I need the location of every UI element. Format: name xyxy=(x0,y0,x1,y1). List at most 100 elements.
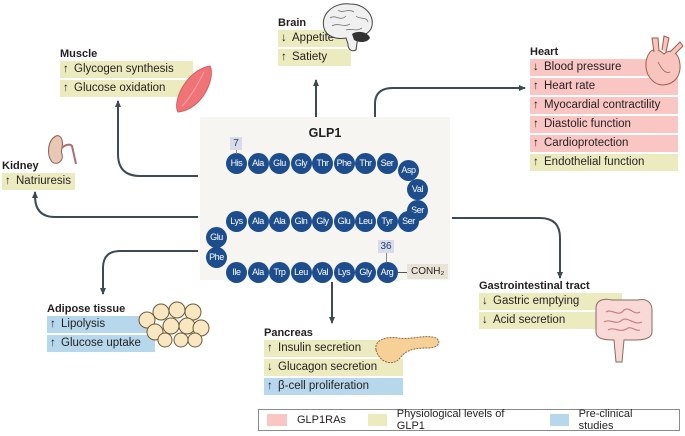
arrow-up-icon: ↑ xyxy=(5,175,11,187)
organ-title: Kidney xyxy=(2,160,39,172)
effect-item: ↑ Glycogen synthesis xyxy=(60,61,193,78)
effect-item: ↑Diastolic function xyxy=(530,116,678,133)
amino-acid-residue: Leu xyxy=(355,211,376,232)
arrow-up-icon: ↑ xyxy=(50,318,56,330)
amino-acid-residue: Ala xyxy=(247,153,269,174)
amino-acid-residue: Lys xyxy=(226,211,247,232)
amino-acid-residue: Arg xyxy=(376,262,398,283)
effect-item: ↑ Glucose oxidation xyxy=(60,80,193,97)
amino-acid-residue: Val xyxy=(407,179,428,200)
effect-item: ↓ Gastric emptying xyxy=(479,293,622,310)
adipose-cells-icon xyxy=(138,301,210,348)
amino-acid-residue: Ser xyxy=(376,153,398,174)
legend-item: Physiological levels of GLP1 xyxy=(367,408,528,432)
effect-item: ↓ Blood pressure xyxy=(530,59,678,76)
amino-acid-residue: His xyxy=(226,153,247,174)
amino-acid-residue: Ala xyxy=(269,211,290,232)
amino-acid-residue: Phe xyxy=(206,247,227,268)
amino-acid-residue: Val xyxy=(312,262,333,283)
arrow-up-icon: ↑ xyxy=(533,118,539,130)
effect-item: ↑Endothelial function xyxy=(530,154,678,171)
organ-title: Muscle xyxy=(60,48,98,60)
residue-tick xyxy=(386,253,387,262)
effect-item: ↓Glucagon secretion xyxy=(264,359,403,376)
arrow-up-icon: ↑ xyxy=(267,380,273,392)
effect-item: ↑Natriuresis xyxy=(2,173,75,190)
legend-swatch xyxy=(549,414,569,426)
organ-title: Adipose tissue xyxy=(47,303,126,315)
legend-label: Physiological levels of GLP1 xyxy=(396,408,505,432)
effect-item: ↑Lipolysis xyxy=(47,316,155,333)
arrow-up-icon: ↑ xyxy=(63,63,69,75)
arrow-down-icon: ↓ xyxy=(281,32,287,44)
organ-muscle: Muscle ↑ Glycogen synthesis ↑ Glucose oxida… xyxy=(60,48,193,99)
pancreas-icon xyxy=(375,336,440,364)
effect-item: ↑ Satiety xyxy=(278,49,351,66)
effects-list: ↑Natriuresis xyxy=(2,173,75,190)
glp1-title: GLP1 xyxy=(308,126,342,140)
arrow-up-icon: ↑ xyxy=(267,342,273,354)
legend: GLP1RAs Physiological levels of GLP1 Pre-c… xyxy=(258,408,680,432)
effects-list: ↑ Glycogen synthesis ↑ Glucose oxidation xyxy=(60,61,193,97)
organ-pancreas: Pancreas ↑Insulin secretion ↓Glucagon sec… xyxy=(264,327,403,397)
organ-title: Gastrointestinal tract xyxy=(479,280,590,292)
effect-label: Blood pressure xyxy=(544,61,622,73)
amino-acid-residue: Tyr xyxy=(376,211,398,232)
residue-number-start: 7 xyxy=(230,137,242,150)
organ-heart: Heart ↓Blood pressure↑Heart rate↑Myocard… xyxy=(530,46,678,173)
arrow-down-icon: ↓ xyxy=(533,61,539,73)
effect-label: Glucose oxidation xyxy=(74,82,166,94)
arrow-to-adipose xyxy=(100,250,198,295)
terminal-bond xyxy=(397,272,407,273)
arrow-up-icon: ↑ xyxy=(533,137,539,149)
legend-swatch xyxy=(367,414,387,426)
effect-label: Heart rate xyxy=(544,80,596,92)
amino-acid-residue: Glu xyxy=(269,153,290,174)
arrow-down-icon: ↓ xyxy=(482,295,488,307)
effects-list: ↑Insulin secretion↓Glucagon secretion↑β-… xyxy=(264,340,403,395)
organ-title: Heart xyxy=(530,46,559,58)
effect-item: ↑Myocardial contractility xyxy=(530,97,678,114)
amino-acid-residue: Lys xyxy=(333,262,355,283)
effect-item: ↑Glucose uptake xyxy=(47,335,155,352)
effect-label: Gastric emptying xyxy=(493,295,580,307)
effect-label: Cardioprotection xyxy=(544,137,629,149)
organ-title: Pancreas xyxy=(264,327,313,339)
effect-item: ↑ Cardioprotection xyxy=(530,135,678,152)
arrow-up-icon: ↑ xyxy=(533,156,539,168)
arrow-to-kidney xyxy=(32,191,198,218)
effect-label: Satiety xyxy=(292,51,328,63)
intestine-icon xyxy=(595,298,653,363)
amino-acid-residue: Ala xyxy=(247,262,269,283)
amino-acid-residue: Ser xyxy=(398,211,419,232)
arrow-up-icon: ↑ xyxy=(63,82,69,94)
arrow-to-heart xyxy=(374,85,526,117)
effect-label: Appetite xyxy=(292,32,335,44)
heart-icon xyxy=(645,35,684,86)
effect-label: Myocardial contractility xyxy=(544,99,661,111)
arrow-up-icon: ↑ xyxy=(533,80,539,92)
legend-item: Pre-clinical studies xyxy=(549,408,665,432)
arrow-up-icon: ↑ xyxy=(50,337,56,349)
legend-item: GLP1RAs xyxy=(267,414,346,426)
amino-acid-residue: Thr xyxy=(312,153,333,174)
amino-acid-residue: Gly xyxy=(312,211,333,232)
amino-acid-residue: Ile xyxy=(226,262,247,283)
organ-kidney: Kidney ↑Natriuresis xyxy=(2,160,75,192)
amino-acid-residue: Glu xyxy=(206,227,227,248)
amino-acid-residue: Gly xyxy=(355,262,376,283)
effect-item: ↑Insulin secretion xyxy=(264,340,403,357)
effect-label: Glycogen synthesis xyxy=(74,63,174,75)
arrow-up-icon: ↑ xyxy=(281,51,287,63)
residue-number-end: 36 xyxy=(378,240,394,253)
arrow-down-icon: ↓ xyxy=(267,361,273,373)
legend-label: GLP1RAs xyxy=(297,414,346,426)
residue-tick xyxy=(236,150,237,154)
amino-acid-residue: Trp xyxy=(269,262,290,283)
arrow-to-gi xyxy=(452,217,563,279)
organ-title: Brain xyxy=(278,17,307,29)
legend-swatch xyxy=(267,414,287,426)
amino-acid-residue: Phe xyxy=(333,153,355,174)
